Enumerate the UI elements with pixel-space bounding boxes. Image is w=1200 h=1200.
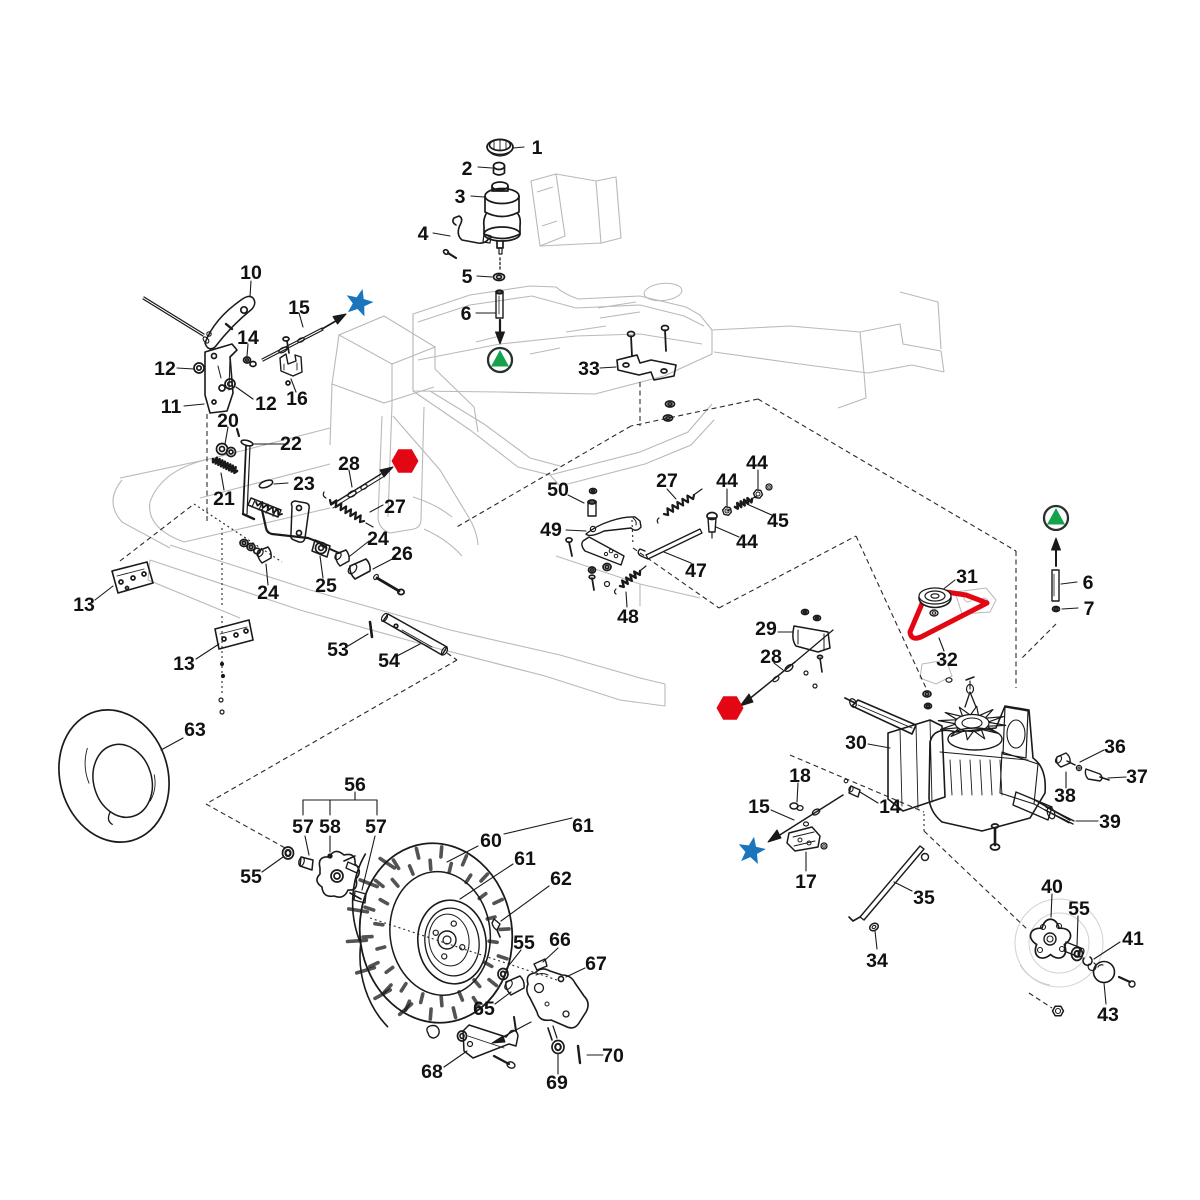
svg-text:40: 40 <box>1041 876 1063 898</box>
svg-text:36: 36 <box>1104 736 1126 758</box>
svg-text:28: 28 <box>338 453 360 475</box>
svg-text:13: 13 <box>73 594 95 616</box>
svg-text:39: 39 <box>1099 811 1121 833</box>
svg-text:70: 70 <box>602 1045 624 1067</box>
svg-text:35: 35 <box>913 887 935 909</box>
svg-text:20: 20 <box>217 410 239 432</box>
svg-text:31: 31 <box>956 566 978 588</box>
svg-text:30: 30 <box>845 732 867 754</box>
svg-text:2: 2 <box>462 158 473 180</box>
svg-text:66: 66 <box>549 929 571 951</box>
svg-text:6: 6 <box>1083 572 1094 594</box>
svg-text:34: 34 <box>866 950 888 972</box>
svg-text:49: 49 <box>540 519 562 541</box>
svg-text:63: 63 <box>184 719 206 741</box>
svg-text:21: 21 <box>213 488 235 510</box>
svg-text:60: 60 <box>480 830 502 852</box>
svg-text:11: 11 <box>161 396 182 418</box>
svg-text:45: 45 <box>767 510 789 532</box>
svg-text:55: 55 <box>513 932 535 954</box>
svg-text:14: 14 <box>879 796 901 818</box>
svg-text:37: 37 <box>1126 766 1148 788</box>
svg-text:50: 50 <box>547 479 569 501</box>
svg-text:32: 32 <box>936 649 958 671</box>
svg-text:44: 44 <box>736 531 758 553</box>
svg-text:57: 57 <box>365 816 387 838</box>
svg-text:48: 48 <box>617 606 639 628</box>
svg-text:67: 67 <box>585 953 607 975</box>
svg-text:23: 23 <box>293 473 315 495</box>
svg-text:22: 22 <box>280 433 302 455</box>
svg-text:10: 10 <box>240 262 262 284</box>
svg-text:17: 17 <box>795 871 817 893</box>
svg-text:15: 15 <box>748 796 770 818</box>
svg-text:16: 16 <box>286 388 308 410</box>
svg-text:6: 6 <box>461 303 472 325</box>
svg-text:55: 55 <box>1068 898 1090 920</box>
svg-text:1: 1 <box>532 137 543 159</box>
svg-text:55: 55 <box>240 866 262 888</box>
svg-text:69: 69 <box>546 1072 568 1094</box>
svg-text:27: 27 <box>384 496 406 518</box>
svg-text:62: 62 <box>550 868 572 890</box>
svg-text:54: 54 <box>378 650 400 672</box>
svg-text:38: 38 <box>1054 785 1076 807</box>
svg-text:13: 13 <box>173 653 195 675</box>
svg-text:56: 56 <box>344 774 366 796</box>
svg-text:26: 26 <box>391 543 413 565</box>
svg-text:18: 18 <box>789 765 811 787</box>
svg-text:58: 58 <box>319 816 341 838</box>
svg-text:68: 68 <box>421 1061 443 1083</box>
svg-text:27: 27 <box>656 470 678 492</box>
svg-text:29: 29 <box>755 618 777 640</box>
svg-text:41: 41 <box>1122 928 1144 950</box>
svg-text:7: 7 <box>1084 598 1095 620</box>
svg-text:61: 61 <box>514 848 536 870</box>
svg-text:4: 4 <box>418 223 429 245</box>
svg-text:25: 25 <box>315 575 337 597</box>
svg-text:61: 61 <box>572 815 594 837</box>
svg-text:44: 44 <box>716 470 738 492</box>
svg-text:57: 57 <box>292 816 314 838</box>
svg-text:15: 15 <box>288 297 310 319</box>
svg-text:28: 28 <box>760 646 782 668</box>
svg-text:12: 12 <box>154 358 176 380</box>
svg-text:65: 65 <box>473 998 495 1020</box>
svg-text:47: 47 <box>685 560 707 582</box>
svg-text:24: 24 <box>367 528 389 550</box>
svg-text:33: 33 <box>578 358 600 380</box>
svg-text:3: 3 <box>455 186 466 208</box>
svg-text:44: 44 <box>746 452 768 474</box>
svg-text:53: 53 <box>327 639 349 661</box>
svg-text:24: 24 <box>257 582 279 604</box>
svg-text:12: 12 <box>255 393 277 415</box>
svg-text:5: 5 <box>462 266 473 288</box>
svg-text:14: 14 <box>237 327 259 349</box>
svg-text:43: 43 <box>1097 1004 1119 1026</box>
